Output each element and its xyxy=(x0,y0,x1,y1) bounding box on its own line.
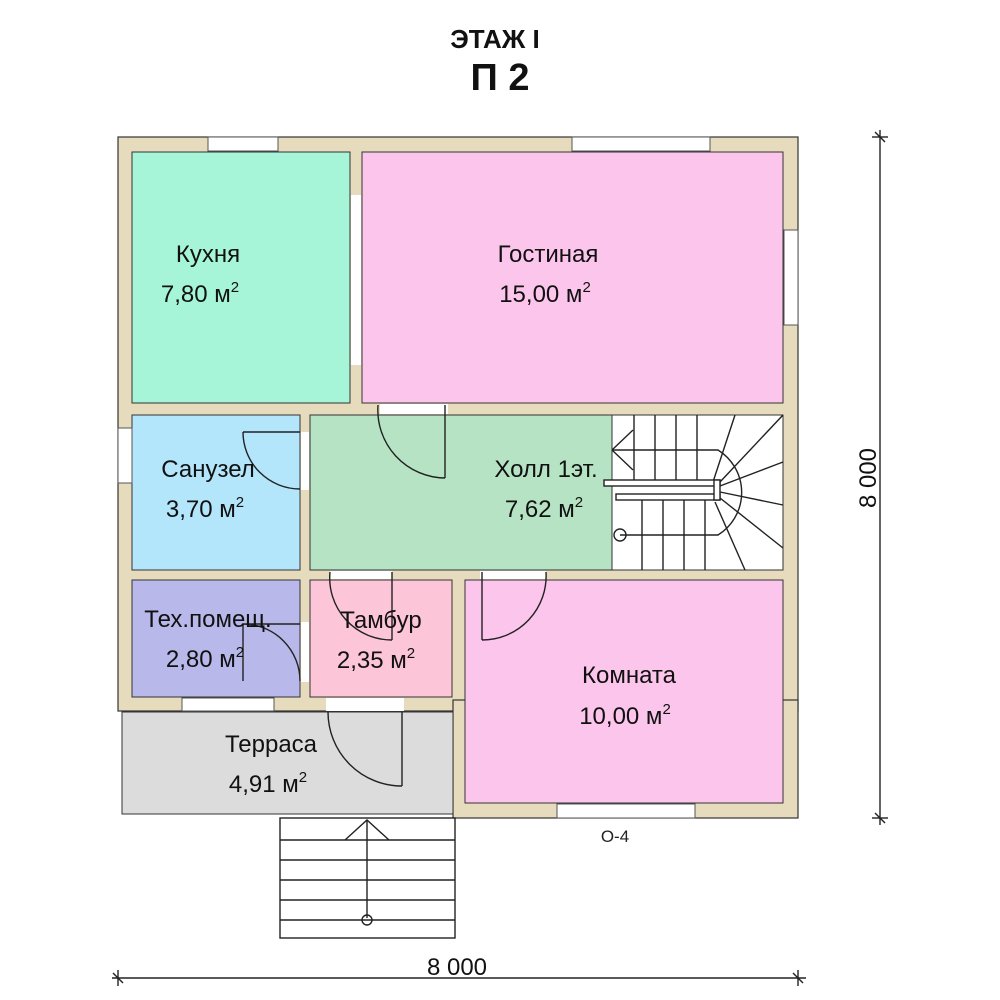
svg-text:Терраса: Терраса xyxy=(225,731,318,758)
door-swing xyxy=(327,711,403,787)
room-label-living: Гостиная 15,00 м2 xyxy=(498,241,599,308)
room-bedroom xyxy=(464,579,784,804)
svg-text:Гостиная: Гостиная xyxy=(498,241,599,268)
svg-text:7,80 м2: 7,80 м2 xyxy=(161,279,239,308)
window xyxy=(571,136,711,152)
room-kitchen xyxy=(131,151,351,404)
svg-text:Комната: Комната xyxy=(582,662,677,689)
room-label-tech: Тех.помещ. 2,80 м2 xyxy=(144,606,271,673)
room-label-vestibule: Тамбур 2,35 м2 xyxy=(337,607,422,674)
svg-text:4,91 м2: 4,91 м2 xyxy=(229,769,307,798)
svg-text:Тамбур: Тамбур xyxy=(340,607,421,634)
room-label-hall: Холл 1эт. 7,62 м2 xyxy=(494,456,597,523)
svg-text:Холл 1эт.: Холл 1эт. xyxy=(494,456,597,483)
doorway xyxy=(380,404,448,414)
door-swing xyxy=(242,431,301,490)
door-swing xyxy=(377,404,446,479)
svg-text:7,62 м2: 7,62 м2 xyxy=(505,494,583,523)
svg-text:2,80 м2: 2,80 м2 xyxy=(166,644,244,673)
doorway xyxy=(326,698,404,711)
window xyxy=(117,427,133,484)
window xyxy=(783,229,799,326)
window-label: О-4 xyxy=(601,827,629,846)
door-swing xyxy=(329,571,393,641)
room-terrace xyxy=(121,711,454,815)
doorway xyxy=(480,571,546,579)
floor-title: ЭТАЖ I xyxy=(450,24,539,54)
doorway xyxy=(301,432,309,490)
room-bathroom xyxy=(131,414,301,571)
doorway xyxy=(301,622,309,682)
svg-text:Санузел: Санузел xyxy=(161,456,255,483)
porch-stairs xyxy=(279,817,456,939)
doorway xyxy=(351,195,361,365)
room-label-bedroom: Комната 10,00 м2 xyxy=(579,662,676,730)
svg-text:15,00 м2: 15,00 м2 xyxy=(499,279,591,308)
room-label-bathroom: Санузел 3,70 м2 xyxy=(161,456,255,523)
room-living xyxy=(361,151,784,404)
room-hall xyxy=(309,414,613,571)
project-title: П 2 xyxy=(470,57,529,99)
svg-text:10,00 м2: 10,00 м2 xyxy=(579,701,671,730)
window xyxy=(181,697,275,712)
room-label-kitchen: Кухня 7,80 м2 xyxy=(161,241,240,308)
svg-text:8 000: 8 000 xyxy=(855,448,882,508)
svg-text:8 000: 8 000 xyxy=(427,954,487,981)
door-swing xyxy=(481,571,547,641)
dimension-height: 8 000 xyxy=(855,130,888,825)
svg-text:Тех.помещ.: Тех.помещ. xyxy=(144,606,271,633)
svg-text:Кухня: Кухня xyxy=(176,241,240,268)
window xyxy=(556,803,696,819)
dimension-width: 8 000 xyxy=(112,954,806,986)
room-tech xyxy=(131,579,301,698)
svg-text:3,70 м2: 3,70 м2 xyxy=(166,494,244,523)
interior-staircase xyxy=(603,414,784,571)
room-label-terrace: Терраса 4,91 м2 xyxy=(225,731,318,798)
svg-text:2,35 м2: 2,35 м2 xyxy=(337,645,415,674)
doorway xyxy=(330,571,392,579)
window xyxy=(207,136,279,152)
door-swing xyxy=(242,623,301,682)
